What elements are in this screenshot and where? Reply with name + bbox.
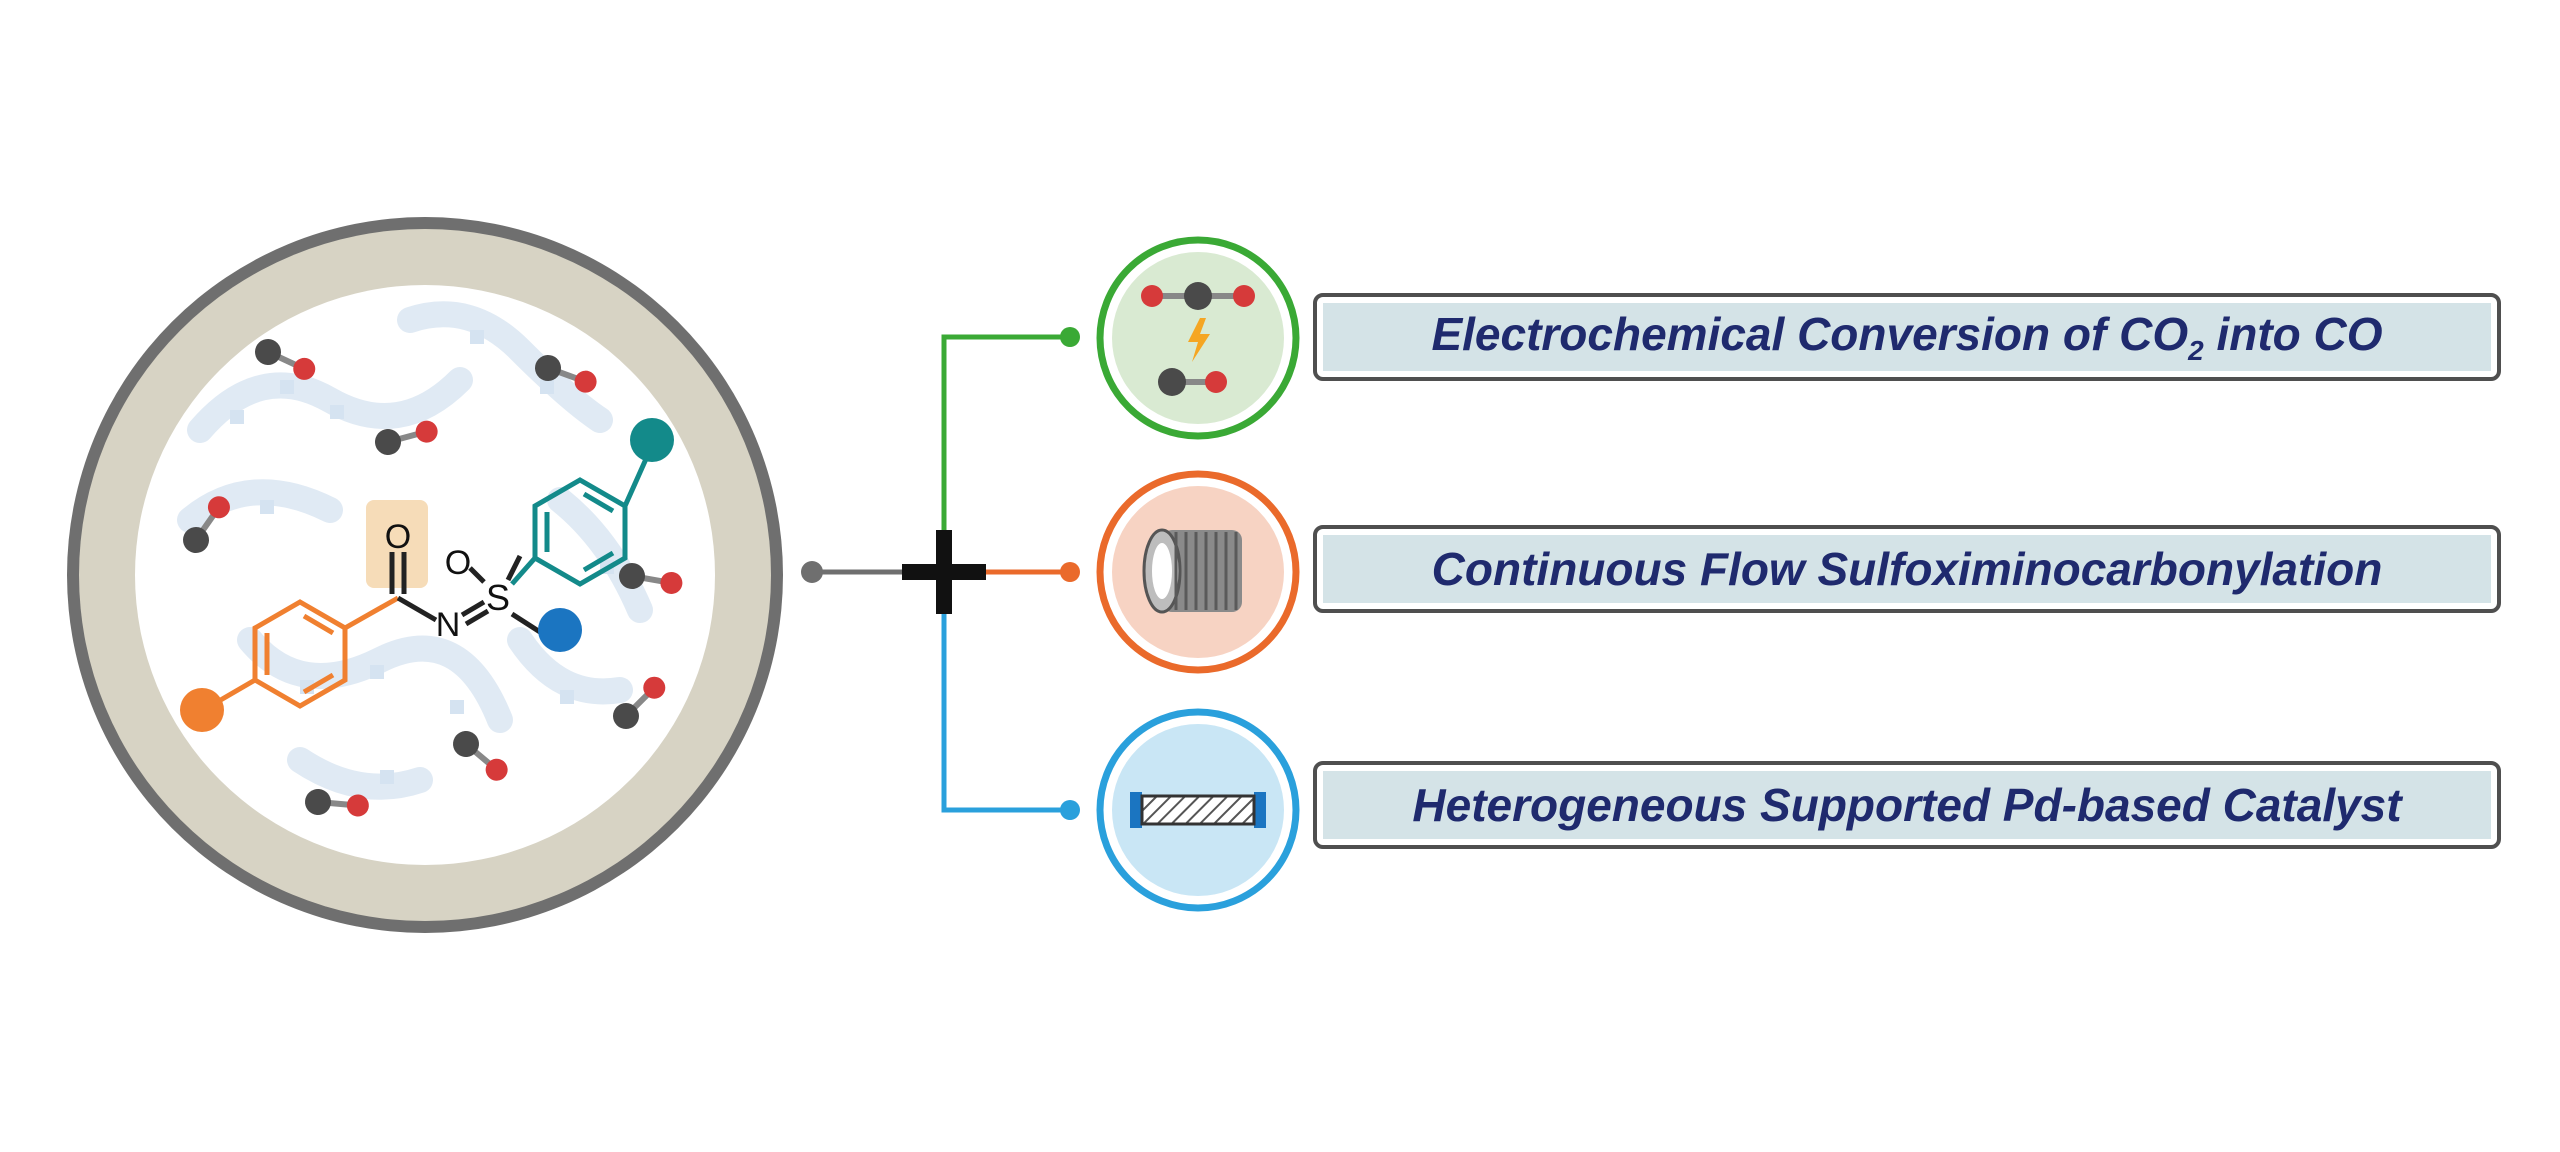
blue-substituent	[538, 608, 582, 652]
feature-label-text: Continuous Flow Sulfoximinocarbonylation	[1431, 543, 2383, 595]
co-molecule	[183, 496, 230, 553]
packed-bed-cartridge-icon	[1096, 708, 1300, 912]
teal-aryl-ring	[510, 448, 653, 587]
nitrogen-label: N	[436, 606, 461, 644]
blue-branch-dot	[1060, 800, 1080, 820]
product-molecule: O N O S	[180, 418, 674, 732]
co-molecule	[375, 420, 438, 455]
feature-label-continuous-flow: Continuous Flow Sulfoximinocarbonylation	[1313, 525, 2501, 613]
orange-aryl-ring	[210, 595, 400, 709]
porous-support-pattern	[177, 301, 653, 800]
carbonyl-highlight	[366, 500, 428, 588]
feature-label-text: Heterogeneous Supported Pd-based Catalys…	[1412, 779, 2402, 831]
co-molecule	[535, 355, 597, 393]
co2-electroreduction-icon	[1096, 236, 1300, 440]
co-molecule	[619, 563, 683, 594]
feature-label-heterogeneous-catalyst: Heterogeneous Supported Pd-based Catalys…	[1313, 761, 2501, 849]
feature-label-electrochemical: Electrochemical Conversion of CO2 into C…	[1313, 293, 2501, 381]
co-molecule	[255, 339, 316, 380]
coil-reactor-icon	[1096, 470, 1300, 674]
sulfur-label: S	[486, 577, 510, 618]
blue-branch	[941, 590, 1070, 813]
plus-junction	[902, 530, 986, 614]
co-molecule	[305, 789, 369, 817]
feature-label-text: Electrochemical Conversion of CO2 into C…	[1431, 307, 2383, 367]
orange-substituent	[180, 688, 224, 732]
co-molecule	[453, 731, 508, 781]
co-molecules	[183, 339, 683, 817]
orange-branch-dot	[1060, 562, 1080, 582]
sulfonyl-oxygen-label: O	[445, 544, 471, 582]
green-branch-dot	[1060, 327, 1080, 347]
green-branch	[941, 334, 1070, 560]
carbonyl-oxygen-label: O	[385, 518, 411, 556]
teal-substituent	[630, 418, 674, 462]
co-molecule	[613, 676, 666, 729]
